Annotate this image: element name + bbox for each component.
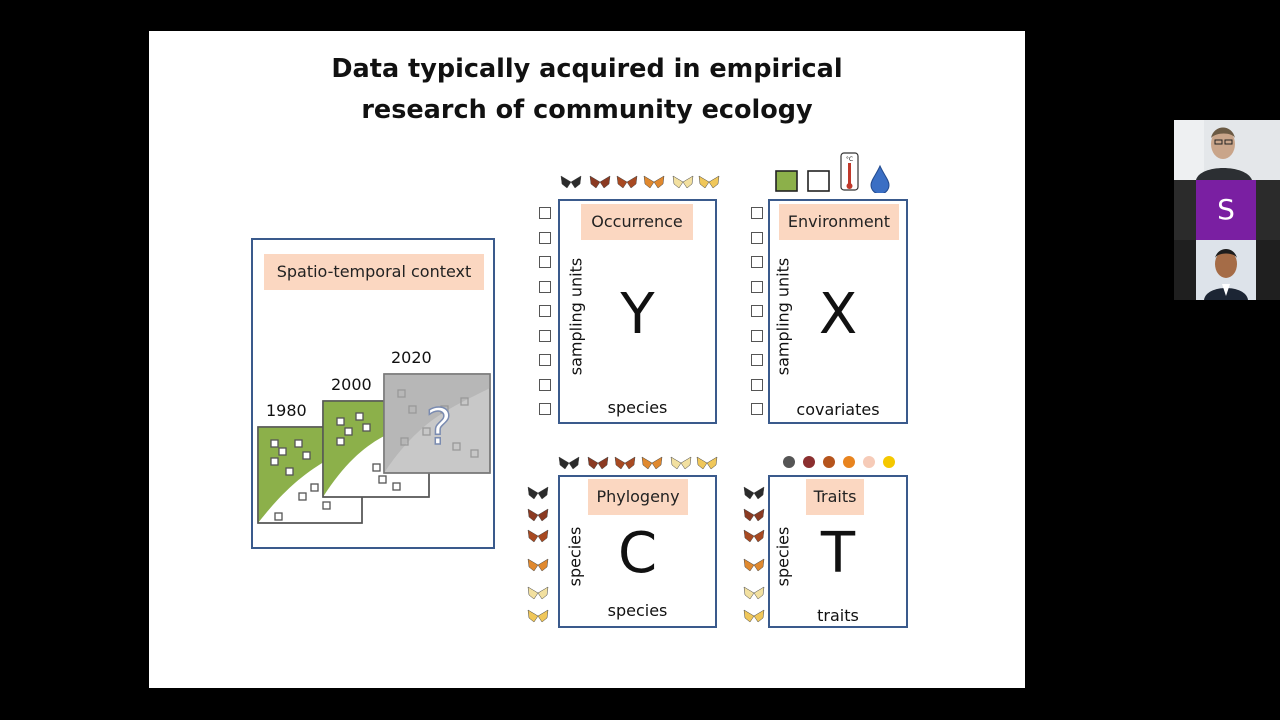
trait-dot: [863, 456, 875, 468]
thermometer-icon: °C: [841, 153, 858, 190]
context-panel: Spatio-temporal context 1980 2000 2020: [251, 238, 495, 549]
traits-label: Traits: [806, 479, 864, 515]
phylogeny-col-axis: species: [560, 601, 715, 620]
question-mark: ?: [426, 398, 453, 456]
sampling-unit-box: [751, 281, 763, 293]
occurrence-col-axis: species: [560, 398, 715, 417]
environment-panel: Environment X sampling units covariates: [768, 199, 908, 424]
habitat-white-icon: [808, 171, 829, 191]
habitat-green-icon: [776, 171, 797, 191]
traits-panel: Traits T species traits: [768, 475, 908, 628]
sampling-unit-box: [539, 232, 551, 244]
water-drop-icon: [871, 166, 889, 193]
sampling-unit-box: [751, 207, 763, 219]
landscape-maps: ?: [251, 238, 495, 549]
traits-col-axis: traits: [770, 606, 906, 625]
phylogeny-panel: Phylogeny C species species: [558, 475, 717, 628]
environment-col-axis: covariates: [770, 400, 906, 419]
environment-covariate-icons: °C: [773, 149, 913, 193]
moth-icon: [590, 176, 610, 188]
trait-dot: [883, 456, 895, 468]
slide-title: Data typically acquired in empirical res…: [149, 49, 1025, 131]
moth-icon: [615, 457, 635, 469]
occurrence-label: Occurrence: [581, 204, 693, 240]
trait-color-dots: [780, 453, 900, 471]
moth-icon: [559, 457, 579, 469]
sampling-unit-box: [539, 330, 551, 342]
participant-avatar-s: S: [1196, 180, 1256, 240]
moth-icon: [588, 457, 608, 469]
moth-icon: [617, 176, 637, 188]
sampling-unit-box: [539, 207, 551, 219]
trait-dot: [803, 456, 815, 468]
participant-tile-s[interactable]: S: [1174, 180, 1280, 240]
participant-video-2[interactable]: [1174, 240, 1280, 300]
moth-icon: [697, 457, 717, 469]
sampling-unit-box: [751, 305, 763, 317]
sampling-unit-box: [751, 379, 763, 391]
sampling-unit-box: [539, 305, 551, 317]
moth-icon: [528, 559, 548, 571]
sampling-unit-box: [751, 403, 763, 415]
moth-icon: [528, 530, 548, 542]
phylogeny-row-species-icons: [524, 483, 552, 623]
moth-icon: [561, 176, 581, 188]
moth-icon: [528, 610, 548, 622]
sampling-unit-box: [751, 330, 763, 342]
moth-icon: [699, 176, 719, 188]
moth-icon: [744, 559, 764, 571]
trait-dot: [783, 456, 795, 468]
sampling-unit-box: [751, 256, 763, 268]
moth-icon: [673, 176, 693, 188]
environment-row-axis: sampling units: [774, 258, 793, 376]
moth-icon: [744, 509, 764, 521]
environment-label: Environment: [779, 204, 899, 240]
svg-text:°C: °C: [846, 156, 853, 163]
moth-icon: [744, 587, 764, 599]
presentation-slide: Data typically acquired in empirical res…: [149, 31, 1025, 688]
sampling-unit-box: [539, 403, 551, 415]
moth-icon: [528, 487, 548, 499]
occurrence-panel: Occurrence Y sampling units species: [558, 199, 717, 424]
trait-dot: [843, 456, 855, 468]
moth-icon: [642, 457, 662, 469]
moth-icon: [744, 530, 764, 542]
moth-icon: [744, 610, 764, 622]
phylogeny-row-axis: species: [566, 522, 585, 592]
moth-icon: [528, 587, 548, 599]
sampling-unit-box: [751, 354, 763, 366]
moth-icon: [644, 176, 664, 188]
environment-row-boxes: [751, 207, 765, 417]
traits-row-axis: species: [774, 522, 793, 592]
participant-1-video-frame: [1174, 120, 1280, 180]
sampling-unit-box: [539, 379, 551, 391]
sampling-unit-box: [751, 232, 763, 244]
occurrence-row-boxes: [539, 207, 553, 417]
traits-row-species-icons: [740, 483, 768, 623]
moth-icon: [528, 509, 548, 521]
phylogeny-label: Phylogeny: [588, 479, 688, 515]
sampling-unit-box: [539, 256, 551, 268]
occurrence-row-axis: sampling units: [567, 258, 586, 376]
participant-2-video-frame: [1174, 240, 1280, 300]
moth-icon: [744, 487, 764, 499]
participant-video-1[interactable]: [1174, 120, 1280, 180]
phylogeny-species-icons: [555, 452, 725, 474]
sampling-unit-box: [539, 281, 551, 293]
trait-dot: [823, 456, 835, 468]
occurrence-species-icons: [557, 171, 727, 193]
moth-icon: [671, 457, 691, 469]
sampling-unit-box: [539, 354, 551, 366]
